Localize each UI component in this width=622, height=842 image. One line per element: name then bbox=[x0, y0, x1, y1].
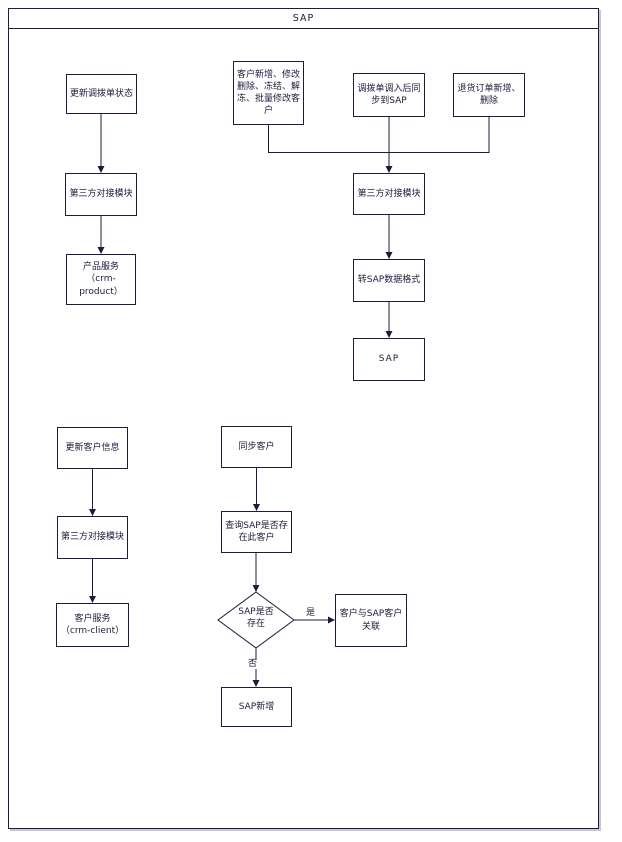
node-sap-create: SAP新增 bbox=[221, 687, 292, 727]
node-query-sap-exists: 查询SAP是否存在此客户 bbox=[221, 511, 292, 553]
node-third-party-module-center: 第三方对接模块 bbox=[353, 173, 425, 215]
title-bar: SAP bbox=[8, 8, 599, 29]
node-customer-service: 客户服务 （crm-client） bbox=[56, 603, 129, 647]
node-sync-customer: 同步客户 bbox=[221, 426, 292, 468]
decision-diamond-shape bbox=[217, 591, 295, 649]
node-third-party-module-left: 第三方对接模块 bbox=[65, 173, 137, 216]
node-sap: SAP bbox=[353, 338, 425, 381]
node-third-party-module-bottom: 第三方对接模块 bbox=[57, 516, 128, 559]
node-product-service: 产品服务 （crm-product） bbox=[66, 254, 136, 305]
node-update-customer-info: 更新客户信息 bbox=[57, 427, 128, 469]
node-return-order-ops: 退货订单新增、删除 bbox=[453, 73, 525, 117]
node-link-customer-sap: 客户与SAP客户关联 bbox=[335, 594, 407, 647]
decision-no-label: 否 bbox=[247, 659, 259, 669]
node-update-transfer-order-status: 更新调拨单状态 bbox=[66, 74, 137, 114]
node-convert-sap-format: 转SAP数据格式 bbox=[353, 259, 425, 302]
node-transfer-order-sync: 调拨单调入后同步到SAP bbox=[353, 73, 425, 117]
decision-sap-exists-label: SAP是否存在 bbox=[238, 607, 274, 629]
node-customer-batch-ops: 客户新增、修改删除、冻结、解冻、批量修改客户 bbox=[233, 61, 304, 125]
decision-yes-label: 是 bbox=[306, 608, 316, 618]
page-title: SAP bbox=[292, 13, 315, 24]
